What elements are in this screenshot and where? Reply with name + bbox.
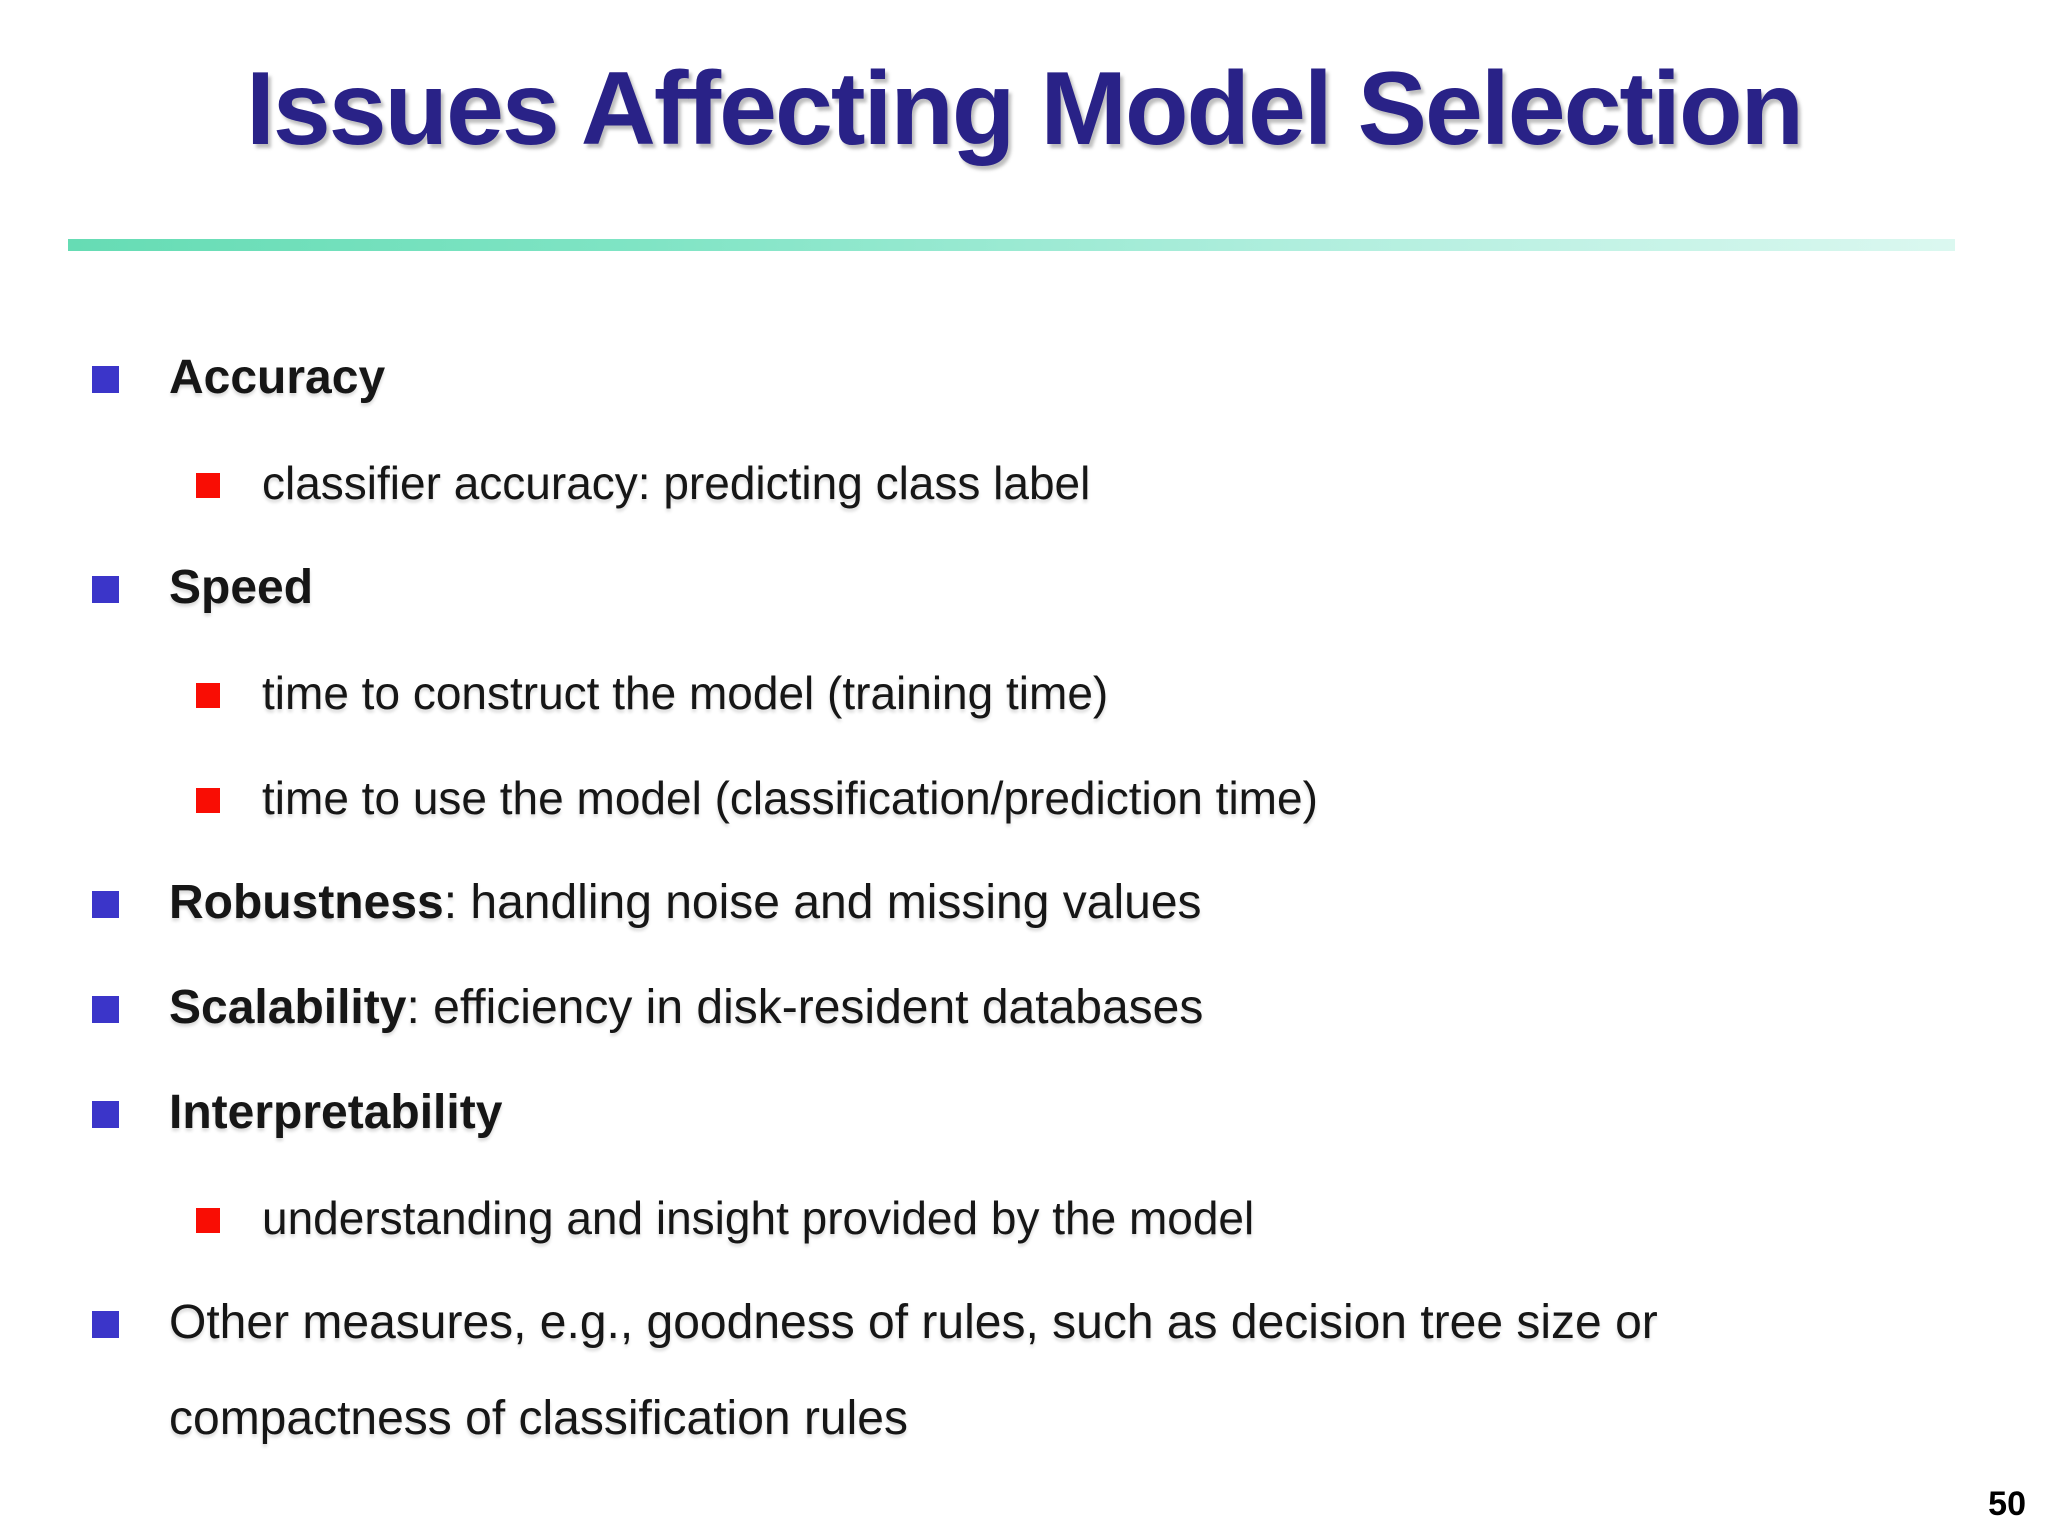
page-number: 50 xyxy=(1988,1485,2026,1523)
square-bullet-icon xyxy=(92,891,119,918)
list-item: classifier accuracy: predicting class la… xyxy=(0,435,2048,531)
list-item: Other measures, e.g., goodness of rules,… xyxy=(0,1275,1699,1467)
bullet-list: Accuracy classifier accuracy: predicting… xyxy=(0,330,2048,1476)
title-underline-rule xyxy=(68,239,1955,251)
square-bullet-icon xyxy=(92,576,119,603)
square-bullet-icon xyxy=(92,1101,119,1128)
square-bullet-icon xyxy=(196,788,220,813)
list-item: Interpretability xyxy=(0,1065,2048,1161)
list-item: Speed xyxy=(0,540,2048,636)
list-item: understanding and insight provided by th… xyxy=(0,1170,2048,1266)
list-item: Scalability: efficiency in disk-resident… xyxy=(0,960,2048,1056)
square-bullet-icon xyxy=(196,683,220,708)
list-item-term: Scalability xyxy=(169,981,407,1034)
list-item: time to construct the model (training ti… xyxy=(0,645,2048,741)
square-bullet-icon xyxy=(196,1208,220,1233)
square-bullet-icon xyxy=(92,996,119,1023)
list-item-text: time to construct the model (training ti… xyxy=(262,667,1109,719)
list-item-term: Interpretability xyxy=(169,1086,503,1139)
list-item-text: Other measures, e.g., goodness of rules,… xyxy=(169,1296,1658,1445)
list-item-text: understanding and insight provided by th… xyxy=(262,1192,1255,1244)
list-item: Robustness: handling noise and missing v… xyxy=(0,855,2048,951)
square-bullet-icon xyxy=(196,473,220,498)
list-item-term: Speed xyxy=(169,561,314,614)
list-item-text: : handling noise and missing values xyxy=(443,876,1202,929)
list-item-text: classifier accuracy: predicting class la… xyxy=(262,457,1091,509)
list-item: time to use the model (classification/pr… xyxy=(0,750,2048,846)
square-bullet-icon xyxy=(92,1311,119,1338)
list-item-text: : efficiency in disk-resident databases xyxy=(406,981,1204,1034)
square-bullet-icon xyxy=(92,366,119,393)
list-item-term: Robustness xyxy=(169,876,444,929)
list-item-term: Accuracy xyxy=(169,351,386,404)
page-title: Issues Affecting Model Selection xyxy=(245,51,1804,167)
list-item-text: time to use the model (classification/pr… xyxy=(262,772,1318,824)
list-item: Accuracy xyxy=(0,330,2048,426)
